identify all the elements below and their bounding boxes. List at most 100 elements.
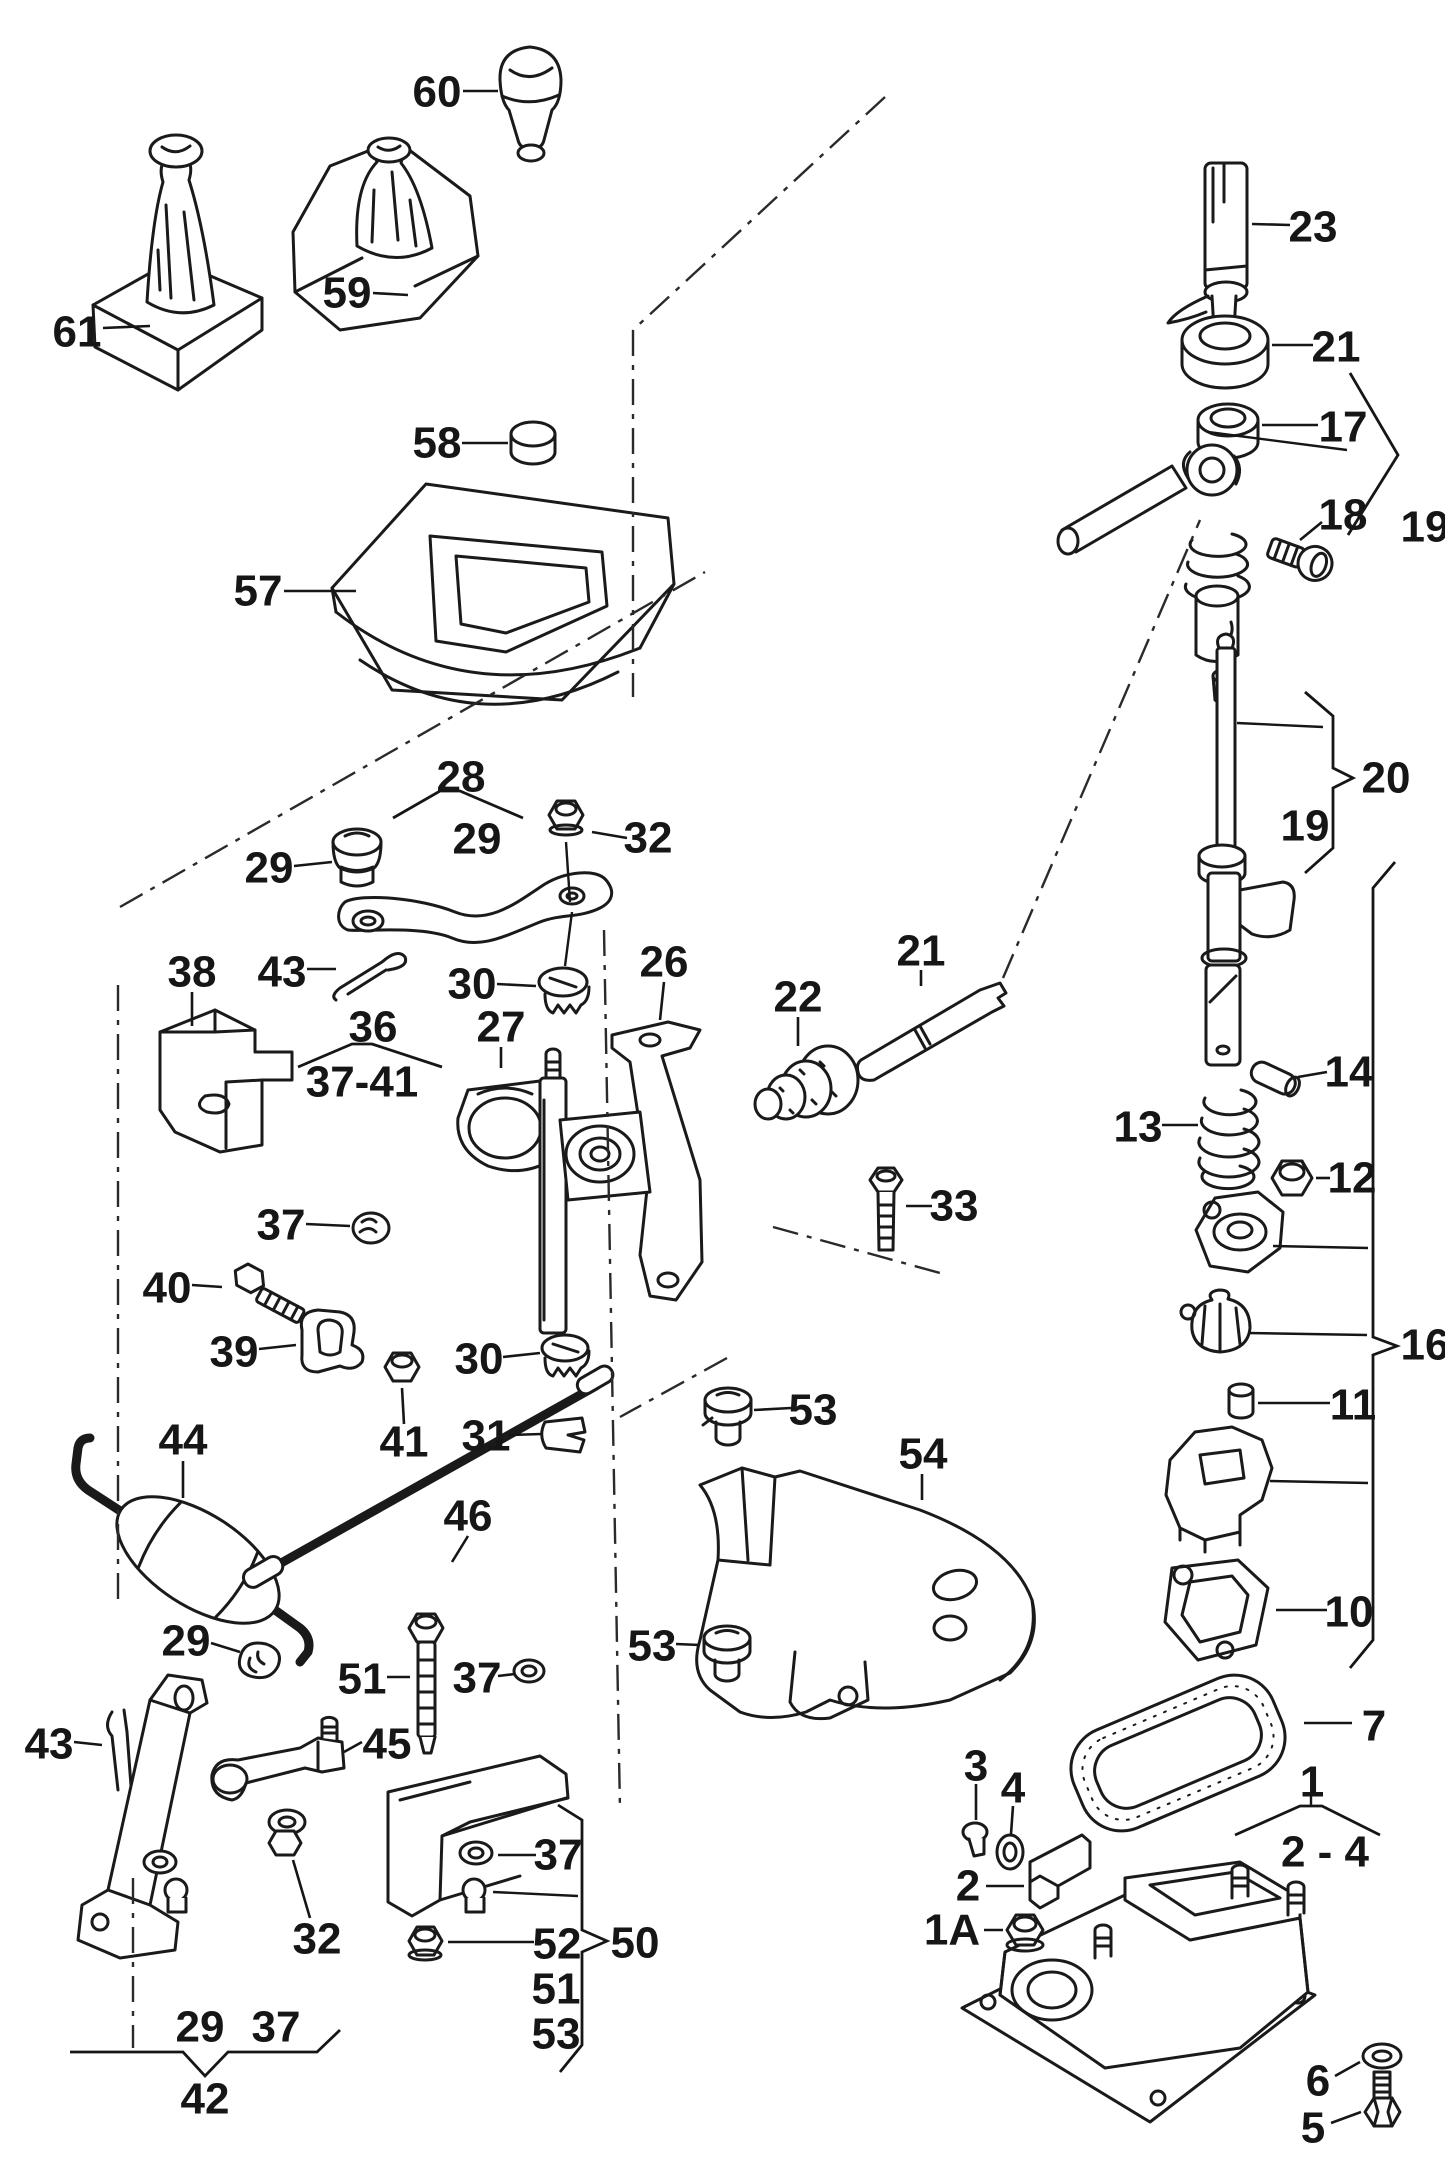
securing-clip-upper-drawing — [332, 951, 408, 1002]
part-label-clamp-bolt: 40 — [143, 1264, 192, 1313]
leader-bushing-lower — [502, 1351, 541, 1359]
strap-to-bushing30 — [563, 911, 574, 967]
part-label-securing-clip-upper: 43 — [258, 948, 307, 997]
leader-damper-bushing-lower — [675, 1642, 701, 1647]
bearing-housing-drawing — [1164, 1425, 1274, 1554]
part-label-bellows: 22 — [774, 973, 823, 1022]
part-label-screw: 3 — [964, 1742, 988, 1791]
part-label-shift-rod: 19 — [1281, 802, 1330, 851]
leader-interlock-cylinder — [1251, 222, 1291, 227]
part-label-bushing-channel: 37 — [534, 1831, 583, 1880]
relay-bracket-drawing — [558, 1020, 704, 1302]
part-label-shift-boot: 59 — [323, 269, 372, 318]
hex-nut-channel-drawing — [407, 1925, 444, 1962]
brace-group-50 — [557, 1803, 611, 2073]
washer-finger-drawing — [512, 1658, 546, 1684]
part-label-hex-bolt: 5 — [1301, 2104, 1325, 2153]
leader-connecting-rod — [450, 1535, 470, 1563]
part-label-bearing-ring-upper: 21 — [1312, 323, 1361, 372]
brace-group-28 — [392, 789, 524, 820]
part-label-bushing-lower: 30 — [455, 1335, 504, 1384]
boot-with-knob-trim-drawing — [91, 133, 264, 392]
rod-cap-drawing — [331, 827, 383, 888]
diagram-artwork — [71, 45, 1403, 2128]
leader-washer-small — [1009, 1805, 1015, 1835]
support-bracket-drawing — [158, 1008, 294, 1154]
compression-spring-drawing — [1197, 1088, 1261, 1191]
clamp-bolt-joint-drawing — [1266, 537, 1334, 582]
part-label-bearing-ring-lower: 17 — [1319, 403, 1368, 452]
bushing-weight-drawing — [237, 1641, 281, 1680]
leader-boot-with-knob-trim — [102, 324, 151, 330]
part-label-interlock-cylinder: 23 — [1289, 203, 1338, 252]
support-arm-drawing — [695, 1466, 1036, 1721]
part-label-push-rod: 21 — [897, 927, 946, 976]
dash-top-diagonal — [632, 96, 886, 331]
part-label-support-arm: 54 — [899, 1430, 948, 1479]
seal-frame-drawing — [1069, 1673, 1287, 1833]
construction-lines-layer — [116, 96, 1202, 2048]
shift-rod-drawing — [1197, 632, 1296, 1067]
leader-bushing-weight — [210, 1641, 241, 1654]
part-label-pivot-bolt-list: 51 — [532, 1965, 581, 2014]
part-label-lever-group: 36 — [349, 1003, 398, 1052]
part-label-rod-cap: 29 — [245, 844, 294, 893]
stop-bracket-drawing — [1028, 1833, 1092, 1910]
part-label-lock-nut: 12 — [1328, 1154, 1377, 1203]
part-label-shift-rod-group: 20 — [1362, 754, 1411, 803]
part-label-counterweight: 44 — [159, 1416, 208, 1465]
part-label-gear-knob: 60 — [413, 68, 462, 117]
part-label-lever-bracket-group: 42 — [181, 2075, 230, 2124]
clip-drawing — [540, 1416, 587, 1454]
part-label-washer: 6 — [1306, 2057, 1330, 2106]
interlock-cylinder-drawing — [1166, 161, 1249, 336]
part-label-damper-bushing-list: 53 — [532, 2010, 581, 2059]
joint-to-19 — [1207, 430, 1348, 452]
rod-to-20 — [1236, 721, 1324, 729]
pointer-lines-layer — [492, 430, 1369, 1898]
part-label-flange-nut: 1A — [924, 1906, 980, 1955]
part-label-damper-bushing-lower: 53 — [628, 1622, 677, 1671]
hex-bolt-drawing — [1363, 2070, 1402, 2128]
part-label-compression-spring: 13 — [1114, 1103, 1163, 1152]
leader-damper-bushing-upper — [753, 1406, 792, 1412]
part-label-bearing-group: 16 — [1401, 1321, 1445, 1370]
bushing-small-drawing — [1227, 1382, 1255, 1420]
part-label-damper-bushing-upper: 53 — [789, 1386, 838, 1435]
bellows-drawing — [753, 1044, 860, 1121]
dash-mid-diagonal — [119, 570, 706, 909]
part-label-securing-clip-lower: 43 — [25, 1720, 74, 1769]
leader-clip — [508, 1432, 543, 1437]
socket-to-16 — [1247, 1331, 1368, 1337]
washer-drawing — [1361, 2042, 1403, 2070]
part-label-hex-nut-clamp: 41 — [380, 1418, 429, 1467]
gear-knob-drawing — [498, 45, 563, 163]
part-label-hex-nut-channel: 52 — [533, 1920, 582, 1969]
leader-dowel-pin — [1297, 1070, 1328, 1079]
dash-arm-diagonal — [619, 1356, 728, 1419]
dowel-pin-drawing — [1249, 1060, 1301, 1098]
console-trim-drawing — [330, 482, 676, 706]
part-label-hex-nut-arm: 32 — [293, 1915, 342, 1964]
part-label-hex-nut-strap: 32 — [624, 814, 673, 863]
part-label-bracket-group: 50 — [611, 1919, 660, 1968]
part-label-selector-rod-group: 28 — [437, 753, 486, 802]
leader-hex-nut-clamp — [400, 1387, 406, 1425]
part-label-relay-bracket: 26 — [640, 938, 689, 987]
brace-group-42 — [70, 2028, 341, 2079]
dash-rod-axis — [1001, 519, 1202, 979]
brace-group-19 — [1346, 372, 1400, 536]
leader-hex-nut-strap — [591, 830, 628, 840]
part-label-shift-finger: 45 — [363, 1720, 412, 1769]
push-rod-drawing — [855, 981, 1008, 1082]
lock-nut-drawing — [1270, 1159, 1314, 1197]
washer-small-drawing — [995, 1833, 1025, 1871]
part-label-dowel-pin: 14 — [1325, 1048, 1374, 1097]
strap-to-nut32 — [564, 841, 572, 903]
selector-lever-drawing — [456, 1047, 568, 1335]
part-label-bushing-bottom: 29 — [176, 2003, 225, 2052]
part-label-connecting-rod: 46 — [444, 1492, 493, 1541]
